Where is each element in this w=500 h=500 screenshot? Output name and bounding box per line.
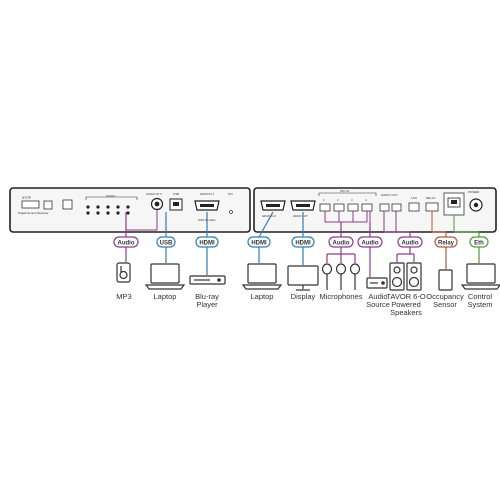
hdmi-2-connector: HDMI [247, 211, 274, 263]
display-icon [287, 265, 319, 291]
audio-out-terminal [379, 203, 390, 212]
terminal-block [21, 200, 40, 209]
connector-label: Audio [118, 240, 135, 246]
control-system-icon [460, 263, 500, 290]
audio-4-connector: Audio [383, 211, 423, 262]
audio-out-terminal [391, 203, 402, 212]
microphones-icon [321, 263, 361, 290]
on-label: ON [228, 192, 233, 196]
hdmi-3-connector: HDMI [291, 212, 315, 265]
unit-2-rear-panel: HDMI IN 2 HDMI OUT MIC IN 1 2 3 4 AUDIO … [253, 187, 497, 233]
display-label: Display [291, 292, 316, 301]
ethernet-connector-pill [469, 236, 489, 248]
connector-label: USB [160, 240, 173, 246]
audio-connector-pill [328, 236, 354, 248]
laptop-icon [241, 263, 283, 290]
power-led [229, 210, 233, 214]
svg-text:1: 1 [323, 198, 325, 202]
hdmi-connector-pill [291, 236, 315, 248]
power-label: POWER [468, 190, 480, 194]
led-row [86, 205, 130, 215]
relay-label: RELAY [426, 196, 436, 200]
usb-connector-pill [156, 236, 176, 248]
audio-connector-pill [113, 236, 139, 248]
audio-connector-pill [397, 236, 423, 248]
audio-in-label: AUDIO IN 1 [146, 192, 162, 196]
microphones-label: Microphones [320, 292, 363, 301]
hdmi-in-label: HDMI IN 1 [200, 192, 214, 196]
mp3-label: MP3 [116, 292, 131, 301]
eth-connector: Eth [453, 215, 489, 263]
unit1-subtitle: Digital Sound Receiver [18, 211, 49, 215]
connector-label: HDMI [251, 240, 267, 246]
hdmi-1-connector: HDMI [195, 212, 219, 275]
mp3-player-icon [116, 262, 131, 283]
optical-port [43, 200, 53, 210]
usb-connector: USB [156, 212, 176, 263]
audio-2-connector: Audio [324, 211, 368, 263]
audio-header-label: AUDIO [106, 194, 116, 198]
usb-port-label: USB [173, 192, 179, 196]
relay-connector-pill [434, 236, 458, 248]
hdmi-in-2-label: HDMI IN 2 [262, 214, 276, 218]
relay-connector: Relay [431, 211, 458, 269]
lan-port [408, 202, 420, 212]
connector-lines: Audio USB HDMI HDMI HDMI Audio Audio Audio Relay… [113, 210, 489, 277]
audio-3-connector: Audio [357, 211, 383, 277]
audio-source-icon [366, 277, 388, 289]
optical-port [62, 199, 73, 210]
svg-text:3: 3 [351, 198, 353, 202]
lan-label: LAN [411, 196, 417, 200]
laptop-icon [144, 263, 186, 290]
svg-text:2: 2 [337, 198, 339, 202]
connector-label: HDMI [295, 240, 311, 246]
laptop-2-label: Laptop [251, 292, 274, 301]
connector-label: Relay [438, 240, 455, 246]
connector-label: Audio [333, 240, 350, 246]
connector-label: HDMI [199, 240, 215, 246]
relay-terminal [425, 202, 439, 212]
hdmi-connector-pill [247, 236, 271, 248]
hdmi-connector-pill [195, 236, 219, 248]
speaker-icon [389, 262, 422, 291]
unit-1-rear-panel: ST/TP Digital Sound Receiver AUDIO AUDIO… [9, 187, 251, 233]
laptop-1-label: Laptop [154, 292, 177, 301]
audio-connector-pill [357, 236, 383, 248]
mic-in-label: MIC IN [340, 189, 349, 193]
connector-label: Audio [362, 240, 379, 246]
occupancy-sensor-icon [438, 269, 453, 291]
svg-text:4: 4 [365, 198, 367, 202]
audio-out-label: AUDIO OUT [381, 193, 398, 197]
connector-label: Audio [402, 240, 419, 246]
audio-1-connector: Audio [113, 210, 158, 262]
blu-ray-player-icon [189, 275, 226, 285]
connector-label: Eth [474, 240, 484, 246]
stereo-label: ST/TP [22, 196, 31, 200]
hdmi-out-label: HDMI OUT [293, 214, 308, 218]
